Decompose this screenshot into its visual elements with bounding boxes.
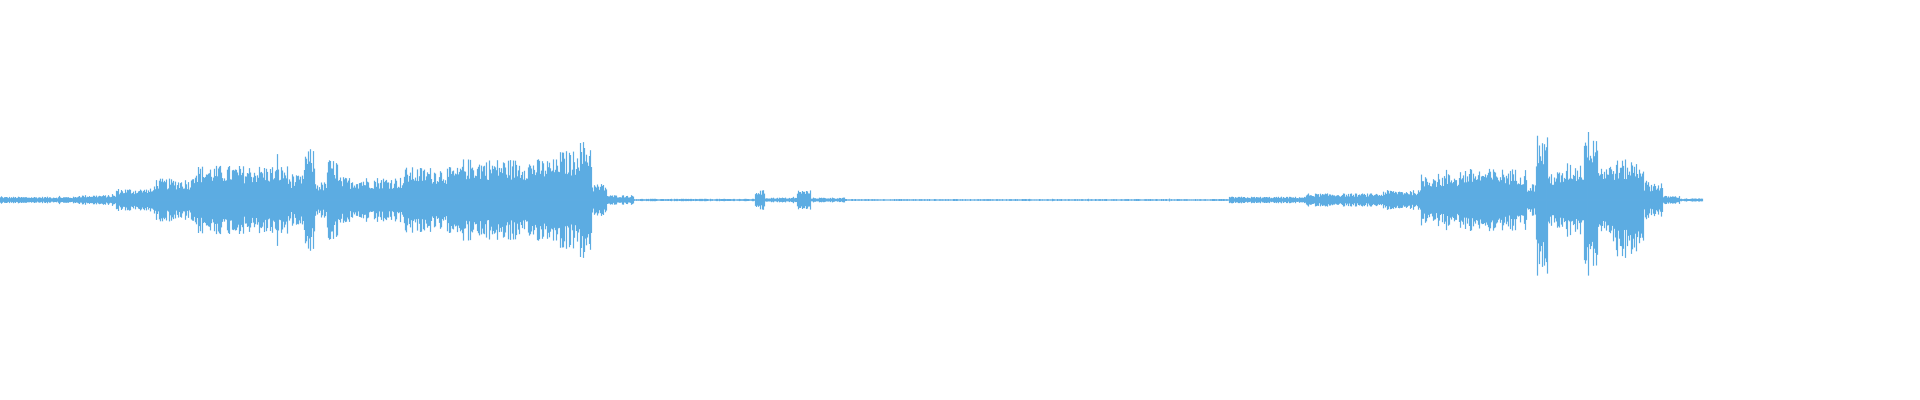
audio-waveform [0, 132, 1704, 276]
waveform-container [0, 132, 1704, 276]
